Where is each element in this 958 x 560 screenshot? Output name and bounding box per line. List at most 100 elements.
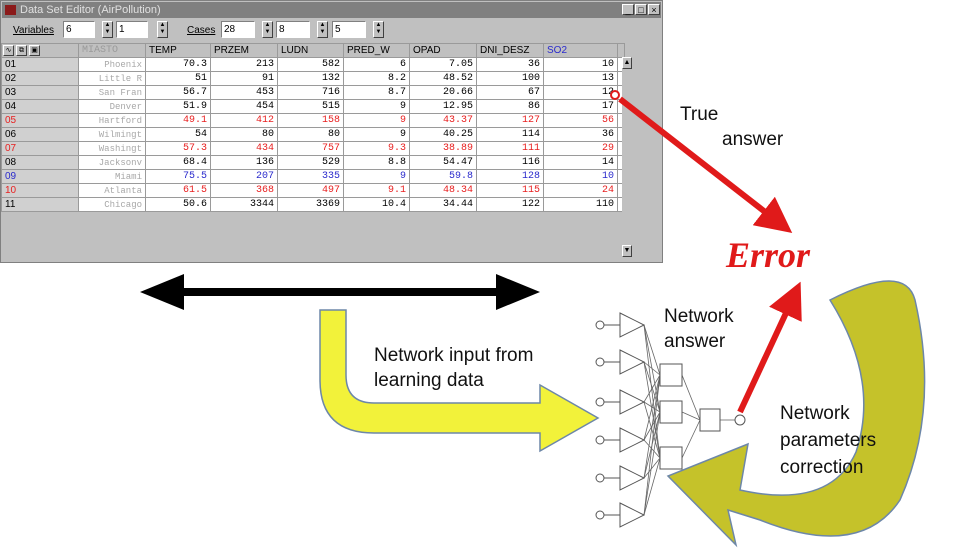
value-cell[interactable]: 9	[343, 127, 410, 142]
correction-label: Network parameters correction	[780, 403, 877, 478]
city-cell[interactable]: Wilmingt	[78, 127, 146, 142]
value-cell[interactable]: 61.5	[145, 183, 211, 198]
row-id[interactable]: 07	[1, 141, 79, 156]
value-cell[interactable]: 13	[543, 71, 618, 86]
column-header[interactable]: PRZEM	[210, 43, 278, 58]
cases-field[interactable]: 28	[221, 21, 255, 38]
city-cell[interactable]: Washingt	[78, 141, 146, 156]
cases-second-field[interactable]: 8	[276, 21, 310, 38]
value-cell[interactable]: 59.8	[409, 169, 477, 184]
cases-spin-button[interactable]: ▲▼	[262, 21, 273, 38]
value-cell[interactable]: 368	[210, 183, 278, 198]
value-cell[interactable]: 8.2	[343, 71, 410, 86]
value-cell[interactable]: 36	[543, 127, 618, 142]
input-arrow	[319, 309, 600, 453]
value-cell[interactable]: 116	[476, 155, 544, 170]
value-cell[interactable]: 75.5	[145, 169, 211, 184]
value-cell[interactable]: 34.44	[409, 197, 477, 212]
city-cell[interactable]: Little R	[78, 71, 146, 86]
value-cell[interactable]: 497	[277, 183, 344, 198]
value-cell[interactable]: 111	[476, 141, 544, 156]
value-cell[interactable]: 51	[145, 71, 211, 86]
value-cell[interactable]: 12	[543, 85, 618, 100]
value-cell[interactable]: 51.9	[145, 99, 211, 114]
maximize-button[interactable]: □	[635, 4, 647, 15]
value-cell[interactable]: 9	[343, 99, 410, 114]
value-cell[interactable]: 43.37	[409, 113, 477, 128]
minimize-button[interactable]: _	[622, 4, 634, 15]
variables-field[interactable]: 6	[63, 21, 95, 38]
variables-second-field[interactable]: 1	[116, 21, 148, 38]
value-cell[interactable]: 48.52	[409, 71, 477, 86]
value-cell[interactable]: 115	[476, 183, 544, 198]
row-id[interactable]: 06	[1, 127, 79, 142]
value-cell[interactable]: 3344	[210, 197, 278, 212]
column-header[interactable]: PRED_W	[343, 43, 410, 58]
value-cell[interactable]: 335	[277, 169, 344, 184]
row-id[interactable]: 10	[1, 183, 79, 198]
value-cell[interactable]: 17	[543, 99, 618, 114]
value-cell[interactable]: 122	[476, 197, 544, 212]
value-cell[interactable]: 56	[543, 113, 618, 128]
value-cell[interactable]: 207	[210, 169, 278, 184]
city-cell[interactable]: Hartford	[78, 113, 146, 128]
value-cell[interactable]: 7.05	[409, 57, 477, 72]
value-cell[interactable]: 582	[277, 57, 344, 72]
scroll-down-button[interactable]: ▼	[622, 245, 632, 257]
value-cell[interactable]: 14	[543, 155, 618, 170]
value-cell[interactable]: 158	[277, 113, 344, 128]
cases-third-field[interactable]: 5	[332, 21, 366, 38]
column-header[interactable]: DNI_DESZ	[476, 43, 544, 58]
value-cell[interactable]: 86	[476, 99, 544, 114]
value-cell[interactable]: 48.34	[409, 183, 477, 198]
value-cell[interactable]: 114	[476, 127, 544, 142]
data-set-editor-window: Data Set Editor (AirPollution) _ □ × Var…	[0, 0, 663, 263]
value-cell[interactable]: 529	[277, 155, 344, 170]
app-icon	[5, 5, 16, 15]
error-label: Error	[726, 235, 811, 275]
city-cell[interactable]: San Fran	[78, 85, 146, 100]
variables-second-spin-button[interactable]: ▲▼	[157, 21, 168, 38]
vertical-scrollbar[interactable]	[622, 57, 632, 257]
variables-spin-button[interactable]: ▲▼	[102, 21, 113, 38]
value-cell[interactable]: 50.6	[145, 197, 211, 212]
value-cell[interactable]: 36	[476, 57, 544, 72]
city-cell[interactable]: Denver	[78, 99, 146, 114]
scroll-up-button[interactable]: ▲	[622, 57, 632, 69]
value-cell[interactable]: 91	[210, 71, 278, 86]
value-cell[interactable]: 9	[343, 113, 410, 128]
value-cell[interactable]: 80	[210, 127, 278, 142]
value-cell[interactable]: 213	[210, 57, 278, 72]
true-answer-label: True answer	[680, 104, 784, 150]
column-header[interactable]: OPAD	[409, 43, 477, 58]
value-cell[interactable]: 515	[277, 99, 344, 114]
network-answer-label: Network answer	[664, 306, 734, 352]
value-cell[interactable]: 127	[476, 113, 544, 128]
chart-icon[interactable]: ∿	[3, 44, 14, 56]
close-button[interactable]: ×	[648, 4, 660, 15]
value-cell[interactable]: 57.3	[145, 141, 211, 156]
value-cell[interactable]: 10.4	[343, 197, 410, 212]
city-cell[interactable]: Chicago	[78, 197, 146, 212]
column-header[interactable]: SO2	[543, 43, 618, 58]
copy-icon[interactable]: ⧉	[16, 44, 27, 56]
cases-third-spin-button[interactable]: ▲▼	[373, 21, 384, 38]
cases-second-spin-button[interactable]: ▲▼	[317, 21, 328, 38]
value-cell[interactable]: 453	[210, 85, 278, 100]
value-cell[interactable]: 29	[543, 141, 618, 156]
window-title: Data Set Editor (AirPollution)	[20, 4, 161, 16]
grid-toolbar: ∿⧉▣	[1, 43, 79, 58]
save-icon[interactable]: ▣	[29, 44, 40, 56]
value-cell[interactable]: 10	[543, 169, 618, 184]
row-id[interactable]: 11	[1, 197, 79, 212]
row-id[interactable]: 05	[1, 113, 79, 128]
